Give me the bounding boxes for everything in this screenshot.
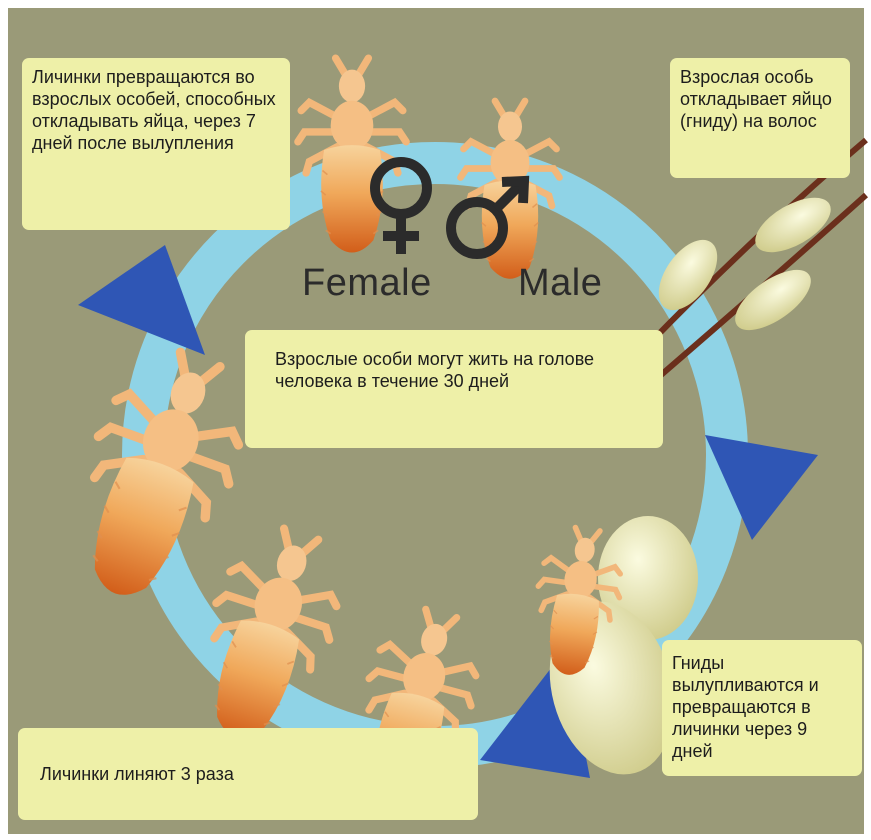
male-label: Male bbox=[518, 262, 602, 305]
note-nymphs-molt: Личинки линяют 3 раза bbox=[18, 728, 478, 820]
note-nits-hatch: Гниды вылупливаются и превращаются в лич… bbox=[662, 640, 862, 776]
female-label: Female bbox=[302, 262, 432, 305]
note-nymphs-molt-text: Личинки линяют 3 раза bbox=[40, 763, 234, 785]
note-nymph-to-adult: Личинки превращаются во взрослых особей,… bbox=[22, 58, 290, 230]
note-adult-lifespan: Взрослые особи могут жить на голове чело… bbox=[245, 330, 663, 448]
note-adult-lays-egg: Взрослая особь откладывает яйцо (гниду) … bbox=[670, 58, 850, 178]
